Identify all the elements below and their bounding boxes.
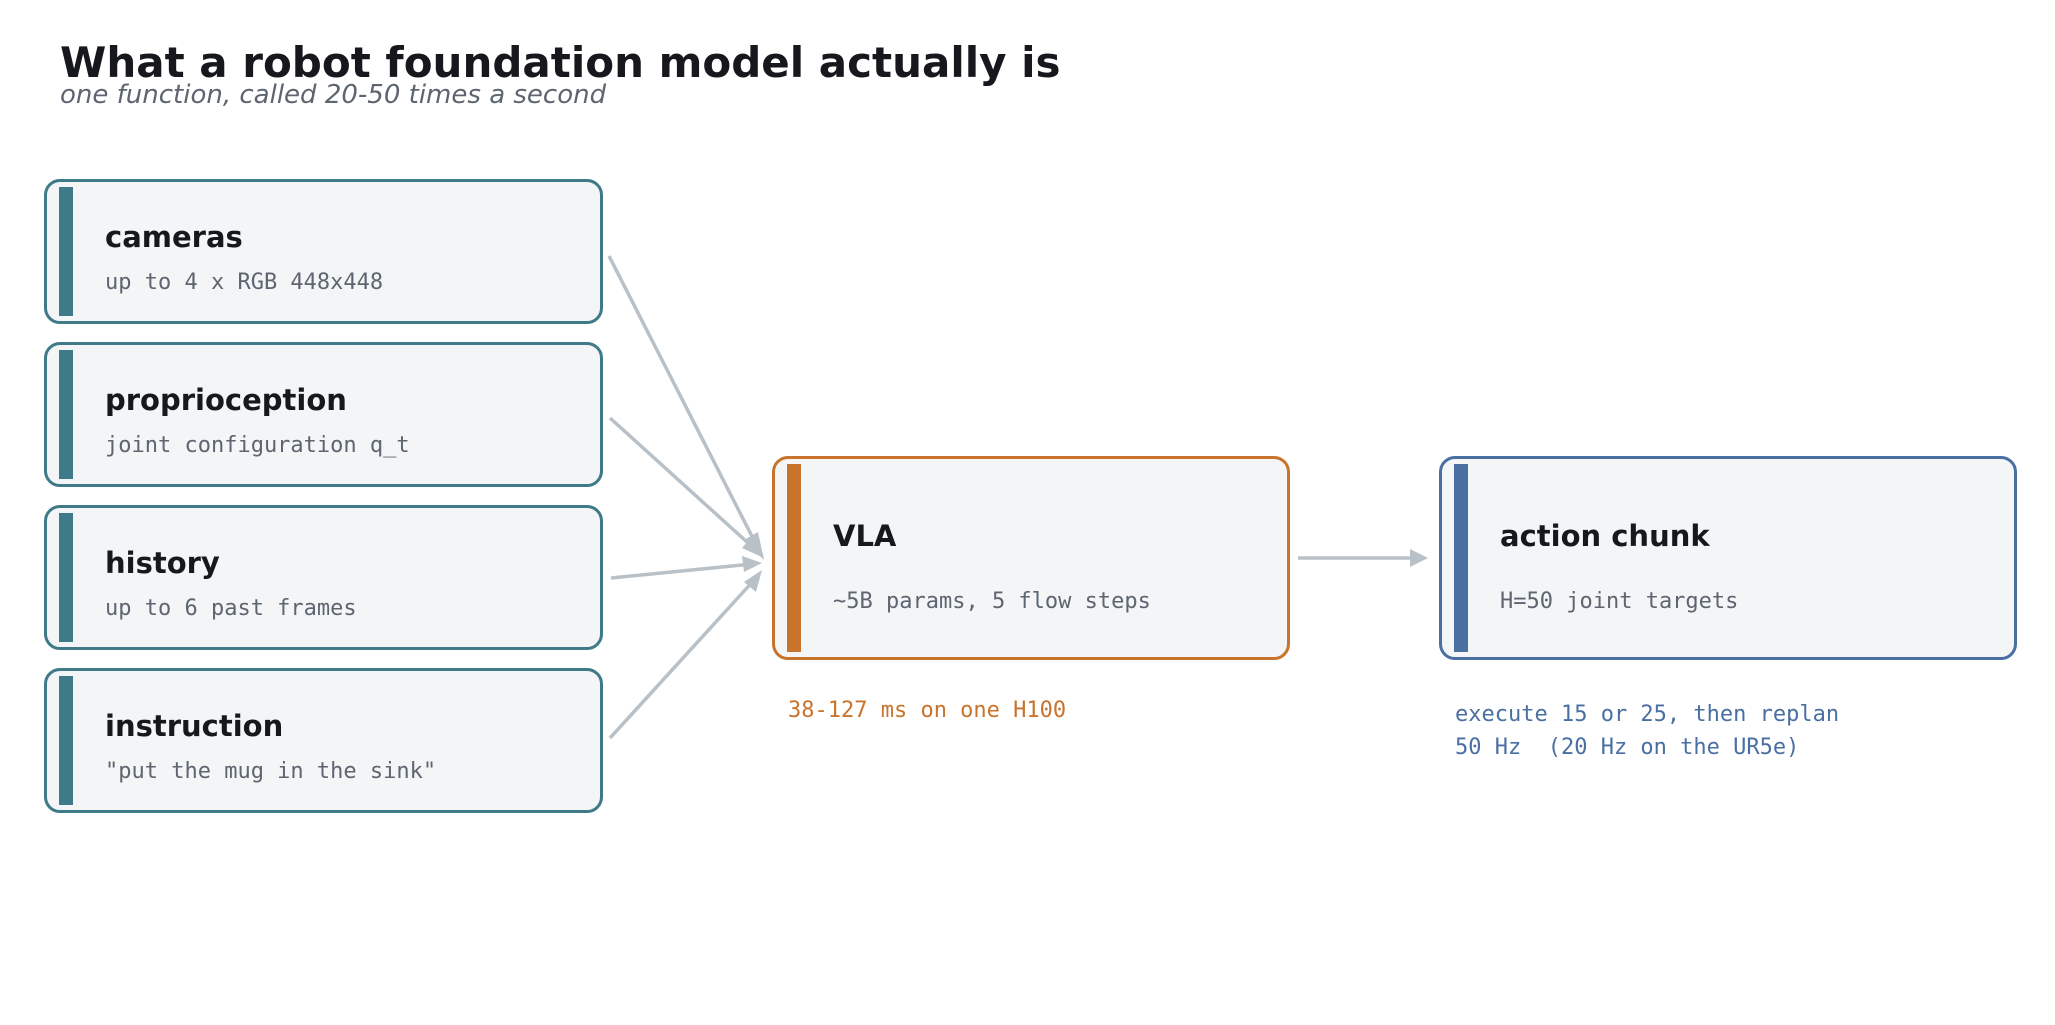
latency-note: 38-127 ms on one H100	[788, 698, 1067, 723]
accent-bar	[1454, 464, 1468, 652]
node-detail: up to 4 x RGB 448x448	[105, 270, 384, 295]
node-label: VLA	[833, 519, 897, 553]
node-label: history	[105, 546, 220, 580]
arrowhead-history	[742, 556, 762, 572]
page-title: What a robot foundation model actually i…	[60, 38, 1061, 87]
execution-note-line-2: 50 Hz (20 Hz on the UR5e)	[1455, 735, 1800, 760]
node-detail: H=50 joint targets	[1500, 589, 1739, 614]
input-instruction: instruction "put the mug in the sink"	[44, 668, 603, 813]
node-detail: "put the mug in the sink"	[105, 759, 437, 784]
arrow-history-to-vla	[610, 562, 753, 580]
arrowhead-action	[1410, 549, 1428, 567]
node-detail: ~5B params, 5 flow steps	[833, 589, 1151, 614]
arrowhead-instruction	[744, 570, 762, 592]
node-label: instruction	[105, 709, 284, 743]
accent-bar	[59, 513, 73, 642]
arrow-instruction-to-vla	[608, 576, 758, 740]
input-history: history up to 6 past frames	[44, 505, 603, 650]
accent-bar	[59, 676, 73, 805]
input-proprioception: proprioception joint configuration q_t	[44, 342, 603, 487]
execution-note: execute 15 or 25, then replan 50 Hz (20 …	[1455, 698, 1839, 764]
node-detail: joint configuration q_t	[105, 433, 410, 458]
arrowhead-proprioception	[742, 536, 764, 558]
node-label: action chunk	[1500, 519, 1710, 553]
node-label: proprioception	[105, 383, 347, 417]
node-label: cameras	[105, 220, 243, 254]
model-vla: VLA ~5B params, 5 flow steps	[772, 456, 1290, 660]
output-action-chunk: action chunk H=50 joint targets	[1439, 456, 2017, 660]
page-subtitle: one function, called 20-50 times a secon…	[60, 80, 607, 110]
accent-bar	[59, 350, 73, 479]
node-detail: up to 6 past frames	[105, 596, 357, 621]
execution-note-line-1: execute 15 or 25, then replan	[1455, 702, 1840, 727]
accent-bar	[787, 464, 801, 652]
arrow-cameras-to-vla	[607, 255, 764, 557]
arrow-proprioception-to-vla	[608, 416, 760, 554]
input-cameras: cameras up to 4 x RGB 448x448	[44, 179, 603, 324]
accent-bar	[59, 187, 73, 316]
